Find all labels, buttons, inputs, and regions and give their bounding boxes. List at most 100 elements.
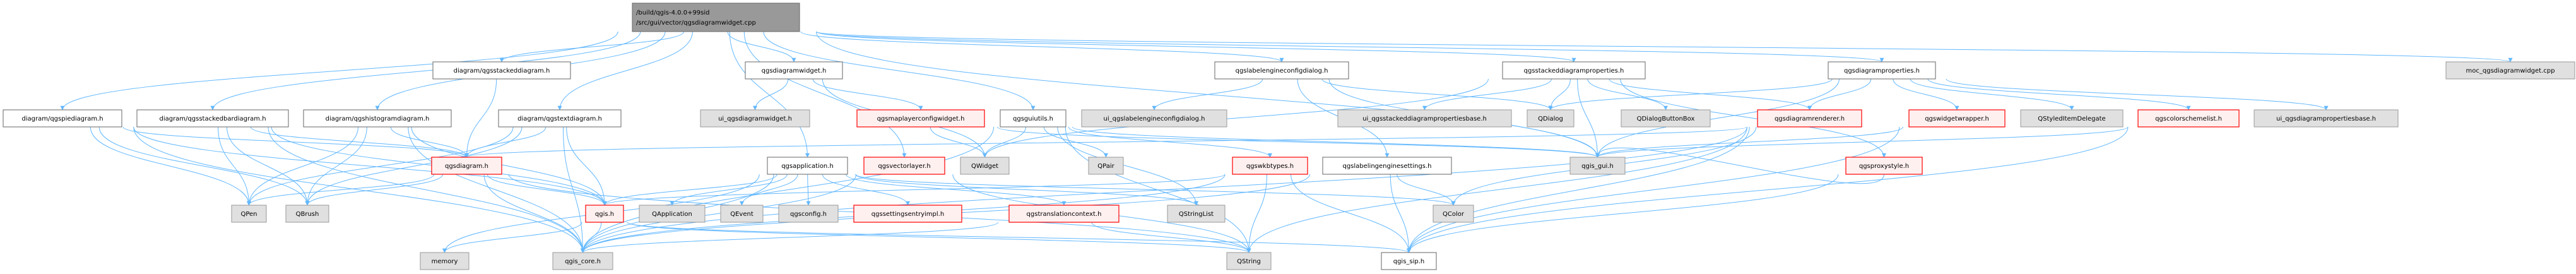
node-label: ui_qgsdiagramwidget.h [718, 116, 792, 122]
node-label: qgsconfig.h [790, 211, 827, 218]
node-labelingenginesettings[interactable]: qgslabelingenginesettings.h [1322, 157, 1452, 175]
node-QBrush: QBrush [285, 205, 329, 223]
node-ui_stackeddiagrampropertiesbase: ui_qgsstackeddiagrampropertiesbase.h [1337, 109, 1512, 128]
node-box [2137, 109, 2240, 128]
edge-stackeddiagram-to-qgsdiagram [464, 78, 497, 158]
node-box [1322, 157, 1452, 175]
node-stackeddiagram[interactable]: diagram/qgsstackeddiagram.h [432, 61, 571, 80]
node-label: qgslabelingenginesettings.h [1342, 163, 1431, 170]
node-box [639, 205, 706, 223]
edge-wkbtypes-to-qgis_sip [1291, 174, 1411, 253]
node-QPen: QPen [231, 205, 267, 223]
node-vectorlayer[interactable]: qgsvectorlayer.h [863, 157, 945, 175]
node-box [856, 109, 985, 128]
node-label: qgsvectorlayer.h [878, 163, 930, 170]
edge-root-to-stackeddiagram [499, 31, 685, 63]
edge-textdiagram-to-qgsdiagram [464, 126, 547, 158]
node-textdiagram[interactable]: diagram/qgstextdiagram.h [498, 109, 622, 128]
node-label: diagram/qgsstackedbardiagram.h [159, 116, 266, 122]
node-colorschemelist[interactable]: qgscolorschemelist.h [2137, 109, 2240, 128]
node-diagramrenderer[interactable]: qgsdiagramrenderer.h [1757, 109, 1862, 128]
node-label: /build/qgis-4.0.0+99sid [636, 9, 710, 16]
node-histogramdiagram[interactable]: diagram/qgshistogramdiagram.h [303, 109, 452, 128]
edge-diagramrenderer-to-qgsdiagram [464, 126, 1747, 158]
edge-stackedbardiagram-to-qgsdiagram [250, 126, 469, 158]
node-stackeddiagramproperties[interactable]: qgsstackeddiagramproperties.h [1502, 61, 1646, 80]
edge-diagramproperties-to-QStyledItemDelegate [1910, 78, 2074, 110]
edge-diagramrenderer-to-qgis_core [581, 126, 1747, 253]
edge-qgsdiagram-to-QBrush [305, 174, 444, 206]
node-label: QEvent [730, 211, 753, 218]
node-label: memory [432, 258, 458, 265]
node-label: qgsdiagramproperties.h [1844, 68, 1920, 74]
edge-piediagram-to-qgis_core [133, 126, 585, 253]
node-box [853, 205, 962, 223]
edge-piediagram-to-qgsdiagram [122, 126, 469, 158]
edge-root-to-vectorlayer [743, 31, 907, 158]
node-diagramproperties[interactable]: qgsdiagramproperties.h [1828, 61, 1936, 80]
node-box [1008, 205, 1120, 223]
node-box [1232, 157, 1308, 175]
edge-vectorlayer-to-qgis_core [581, 174, 857, 253]
edge-textdiagram-to-qgis_core [562, 126, 585, 253]
node-qgis[interactable]: qgis.h [585, 205, 624, 223]
edge-root-to-application [729, 31, 810, 158]
node-box [136, 109, 289, 128]
node-widgetwrapper[interactable]: qgswidgetwrapper.h [1908, 109, 2006, 128]
node-box [1337, 109, 1512, 128]
node-ui_diagramwidget: ui_qgsdiagramwidget.h [700, 109, 810, 128]
node-label: QDialogButtonBox [1637, 116, 1695, 122]
edge-textdiagram-to-QBrush [305, 126, 523, 206]
nodes-layer: /build/qgis-4.0.0+99sid/src/gui/vector/q… [3, 3, 2575, 270]
edge-qgsdiagram-to-qgis_core [483, 174, 585, 253]
edge-root-to-guiutils [763, 31, 1036, 110]
node-label: qgswidgetwrapper.h [1925, 116, 1989, 122]
edge-wkbtypes-to-QString [1246, 174, 1267, 253]
edge-root-to-moc [816, 31, 2512, 63]
node-stackedbardiagram[interactable]: diagram/qgsstackedbardiagram.h [136, 109, 289, 128]
node-proxystyle[interactable]: qgsproxystyle.h [1845, 157, 1923, 175]
node-maplayerconfigwidget[interactable]: qgsmaplayerconfigwidget.h [856, 109, 985, 128]
node-qgis_sip[interactable]: qgis_sip.h [1381, 252, 1437, 270]
node-qgsdiagram[interactable]: qgsdiagram.h [431, 157, 502, 175]
edge-wkbtypes-to-qgis [602, 174, 1226, 206]
node-label: qgsguiutils.h [1013, 116, 1053, 122]
node-labelengineconfigdialog[interactable]: qgslabelengineconfigdialog.h [1214, 61, 1349, 80]
node-box [1908, 109, 2006, 128]
node-box [1081, 109, 1227, 128]
edge-guiutils-to-qgis_gui [1072, 126, 1600, 158]
node-box [700, 109, 810, 128]
node-box [745, 61, 843, 80]
node-box [552, 252, 613, 270]
edge-qgsdiagram-to-qgis [487, 174, 607, 206]
node-label: QApplication [652, 211, 692, 218]
edge-application-to-QColor [855, 174, 1456, 206]
node-piediagram[interactable]: diagram/qgspiediagram.h [3, 109, 122, 128]
edge-diagramrenderer-to-qgis_sip [1407, 126, 1750, 253]
node-wkbtypes[interactable]: qgswkbtypes.h [1232, 157, 1308, 175]
node-box [285, 205, 329, 223]
node-box [431, 157, 502, 175]
edge-histogramdiagram-to-qgis_core [408, 126, 585, 253]
node-label: QBrush [296, 211, 319, 218]
node-box [303, 109, 452, 128]
node-application[interactable]: qgsapplication.h [767, 157, 848, 175]
node-settingsentryimpl[interactable]: qgssettingsentryimpl.h [853, 205, 962, 223]
node-box [2254, 109, 2399, 128]
edge-stackeddiagramproperties-to-QDialogButtonBox [1587, 78, 1668, 110]
edge-maplayerconfigwidget-to-QWidget [930, 126, 987, 158]
edge-colorschemelist-to-qgis_gui [1595, 126, 2129, 158]
node-qgsdiagramwidget[interactable]: qgsdiagramwidget.h [745, 61, 843, 80]
node-translationcontext[interactable]: qgstranslationcontext.h [1008, 205, 1120, 223]
node-box [1088, 157, 1124, 175]
edge-stackeddiagramproperties-to-QWidget [983, 78, 1489, 158]
node-QStringList: QStringList [1167, 205, 1226, 223]
edge-application-to-QApplication [670, 174, 788, 206]
node-label: diagram/qgspiediagram.h [21, 116, 103, 122]
node-label: ui_qgsdiagrampropertiesbase.h [2276, 116, 2376, 122]
node-label: qgstranslationcontext.h [1027, 211, 1102, 218]
node-guiutils[interactable]: qgsguiutils.h [1000, 109, 1066, 128]
node-QApplication: QApplication [639, 205, 706, 223]
node-root[interactable]: /build/qgis-4.0.0+99sid/src/gui/vector/q… [632, 3, 800, 32]
